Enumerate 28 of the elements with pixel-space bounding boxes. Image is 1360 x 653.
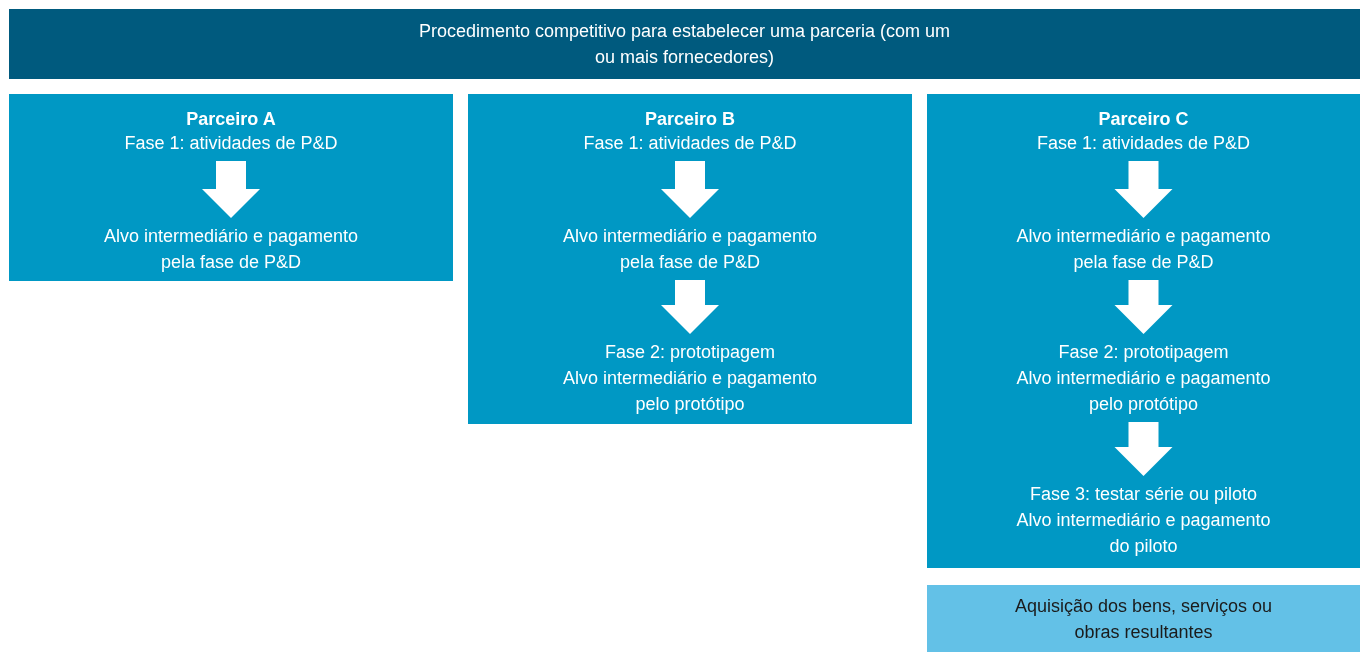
step-text: Alvo intermediário e pagamento pelo protótipo — [561, 367, 819, 416]
down-arrow — [661, 161, 719, 218]
header-title: Procedimento competitivo para estabelecer uma parceria (com um ou mais fornecedores) — [417, 20, 952, 69]
panel-heading: Parceiro C — [1097, 108, 1190, 131]
phase-title: Fase 2: prototipagem — [603, 341, 777, 364]
step-text: Alvo intermediário e pagamento pela fase de P&D — [561, 225, 819, 274]
phase-title: Fase 2: prototipagem — [1057, 341, 1230, 364]
partner-panel — [9, 94, 453, 281]
down-arrow — [1114, 422, 1173, 476]
panel-heading: Parceiro B — [643, 108, 736, 131]
down-arrow — [661, 280, 719, 334]
step-text: Alvo intermediário e pagamento pela fase de P&D — [1015, 225, 1272, 274]
step-text: Fase 1: atividades de P&D — [123, 132, 339, 155]
partner-panel — [927, 94, 1360, 568]
down-arrow — [202, 161, 260, 218]
step-text: Fase 1: atividades de P&D — [582, 132, 798, 155]
step-text: Fase 1: atividades de P&D — [1035, 132, 1252, 155]
down-arrow — [1114, 161, 1173, 218]
down-arrow — [1114, 280, 1173, 334]
panel-heading: Parceiro A — [185, 108, 277, 131]
partner-panel — [468, 94, 912, 424]
step-text: Alvo intermediário e pagamento pelo protótipo — [1015, 367, 1272, 416]
outcome-text: Aquisição dos bens, serviços ou obras resultantes — [1013, 594, 1274, 644]
step-text: Alvo intermediário e pagamento pela fase de P&D — [102, 225, 360, 274]
step-text: Alvo intermediário e pagamento do piloto — [1015, 509, 1272, 558]
outcome-box — [927, 585, 1360, 652]
header-band — [9, 9, 1360, 79]
phase-title: Fase 3: testar série ou piloto — [1028, 483, 1259, 506]
